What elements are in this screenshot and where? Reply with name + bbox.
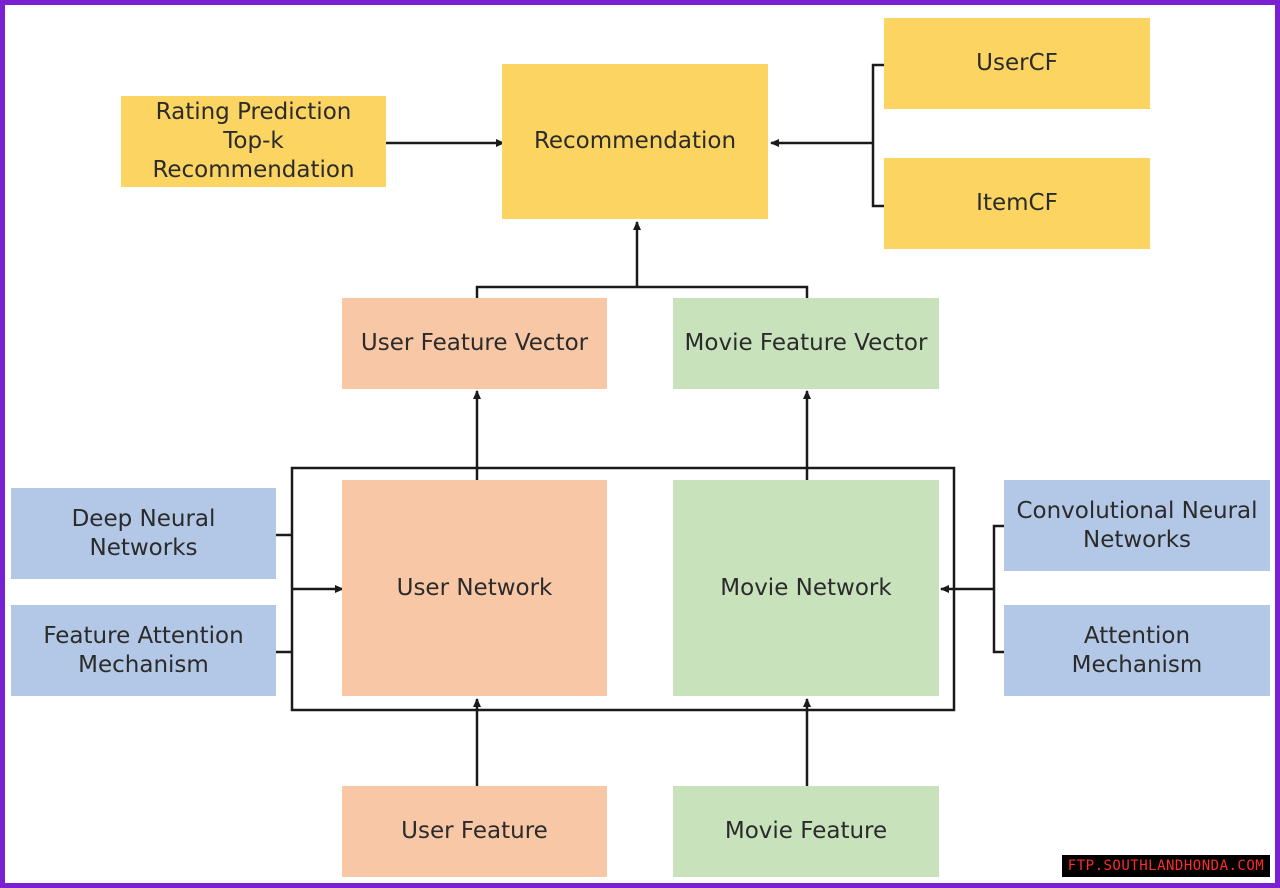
deep-neural-networks-box: Deep Neural Networks (11, 488, 276, 579)
usercf-box: UserCF (884, 18, 1150, 109)
movie-network-box: Movie Network (673, 480, 939, 696)
bracket-feature-vectors (475, 285, 809, 303)
itemcf-box: ItemCF (884, 158, 1150, 249)
convolutional-neural-networks-box: Convolutional Neural Networks (1004, 480, 1270, 571)
watermark-label: FTP.SOUTHLANDHONDA.COM (1062, 855, 1270, 877)
attention-mechanism-box: Attention Mechanism (1004, 605, 1270, 696)
rating-prediction-box: Rating Prediction Top-k Recommendation (121, 96, 386, 187)
bracket-cf (871, 63, 889, 208)
feature-attention-mechanism-box: Feature Attention Mechanism (11, 605, 276, 696)
user-feature-vector-box: User Feature Vector (342, 298, 607, 389)
user-network-box: User Network (342, 480, 607, 696)
recommendation-box: Recommendation (502, 64, 768, 219)
movie-feature-vector-box: Movie Feature Vector (673, 298, 939, 389)
connector-lines (275, 63, 1010, 792)
user-feature-box: User Feature (342, 786, 607, 877)
movie-feature-box: Movie Feature (673, 786, 939, 877)
